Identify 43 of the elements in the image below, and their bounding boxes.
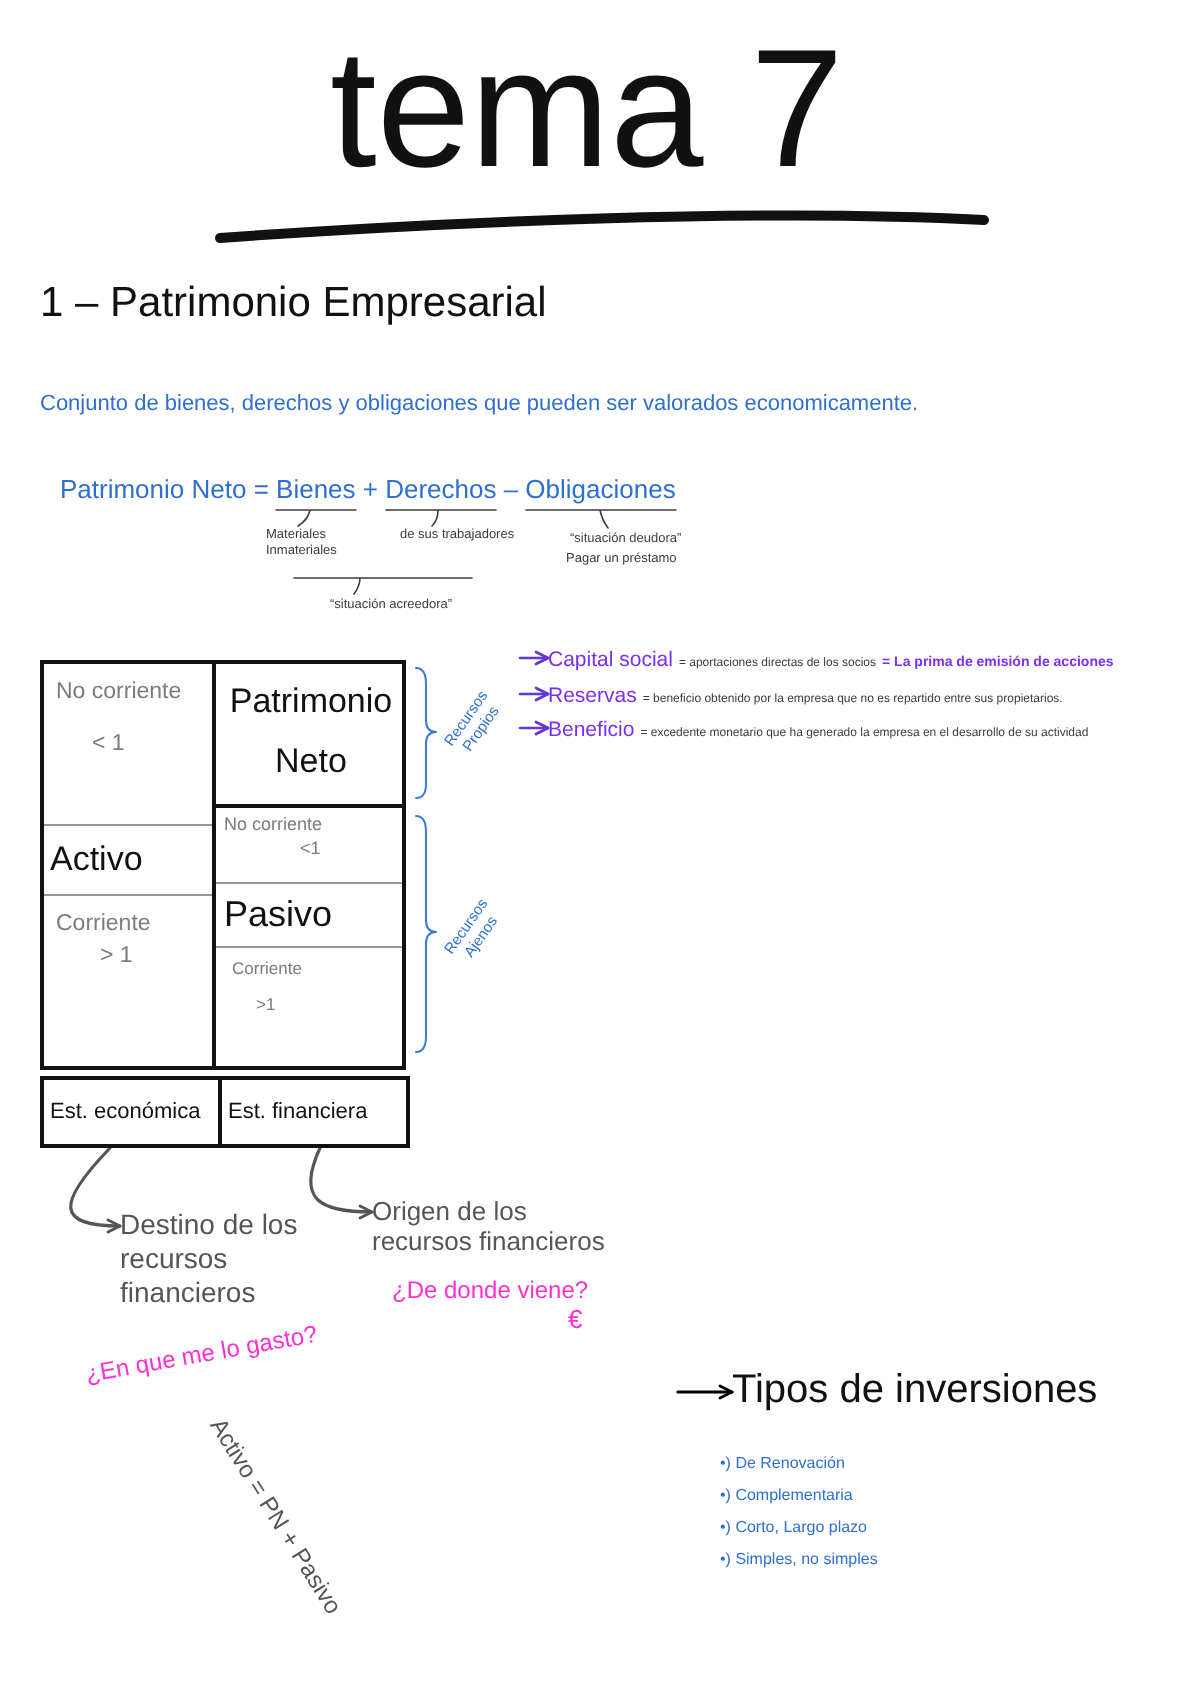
section-heading: Tipos de inversiones — [732, 1368, 1098, 1414]
arrow — [676, 1384, 734, 1400]
row-note: < 1 — [92, 732, 125, 756]
arrow — [518, 720, 550, 736]
equation: Patrimonio Neto = Bienes + Derechos – Obligaciones — [60, 474, 676, 504]
row-label: Corriente — [56, 912, 151, 936]
row-note: <1 — [300, 838, 321, 858]
row-note: >1 — [256, 994, 276, 1014]
arrow — [518, 650, 550, 666]
list-item: •) Complementaria — [720, 1486, 853, 1504]
row-label: No corriente — [56, 680, 182, 704]
question-text: ¿En que me lo gasto? — [83, 1319, 320, 1389]
column-heading: Patrimonio Neto — [227, 680, 395, 784]
term: Capital social — [548, 648, 673, 672]
structure-label: Est. financiera — [228, 1100, 368, 1124]
list-item: •) De Renovación — [720, 1454, 845, 1472]
row-label: Corriente — [232, 958, 302, 978]
title: tema 7 — [330, 12, 844, 206]
structure-box — [40, 1076, 222, 1148]
row-label: No corriente — [224, 814, 323, 834]
balance-sheet-section — [212, 660, 406, 808]
question-text: ¿De donde viene? — [392, 1276, 589, 1304]
column-heading: Activo — [50, 840, 143, 880]
term: Beneficio — [548, 718, 635, 742]
row-note: > 1 — [100, 944, 133, 968]
column-heading: Pasivo — [224, 894, 333, 936]
currency-note: € — [568, 1304, 583, 1334]
arrow — [309, 1146, 374, 1220]
balance-sheet-section — [216, 882, 402, 948]
structure-label: Est. económica — [50, 1100, 201, 1124]
arrow — [69, 1146, 122, 1233]
section-heading: 1 – Patrimonio Empresarial — [40, 280, 547, 328]
definition-text: Conjunto de bienes, derechos y obligaciones que pueden ser valorados economicamente. — [40, 392, 919, 416]
note-text: Origen de los recursos financieros — [372, 1196, 607, 1256]
balance-sheet-section — [44, 824, 212, 896]
balance-sheet-frame — [40, 660, 216, 1070]
list-item: •) Corto, Largo plazo — [720, 1518, 868, 1536]
arrow — [518, 686, 550, 702]
list-item: •) Simples, no simples — [720, 1550, 878, 1568]
balance-sheet-frame — [212, 804, 406, 1070]
structure-box — [218, 1076, 410, 1148]
note-text: Destino de los recursos financieros — [120, 1208, 300, 1310]
term: Reservas — [548, 684, 637, 708]
